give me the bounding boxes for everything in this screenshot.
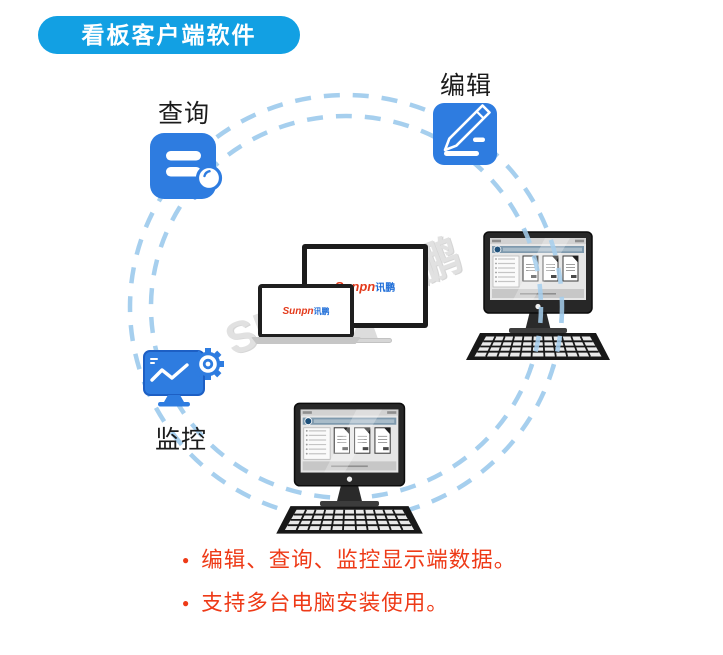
query-label: 查询: [157, 100, 210, 128]
central-laptop-base: [251, 337, 361, 344]
page-title: 看板客户端软件: [38, 16, 300, 54]
list-item: ● 支持多台电脑安装使用。: [182, 589, 516, 617]
feature-text: 支持多台电脑安装使用。: [201, 591, 449, 615]
central-monitor-stand: [352, 328, 378, 339]
query-search-icon: [150, 133, 223, 200]
list-item: ● 编辑、查询、监控显示端数据。: [182, 546, 516, 574]
brand-logo-text: Sunpn: [282, 305, 314, 317]
bullet-dot: ●: [182, 596, 190, 610]
monitor-gear-icon: [143, 348, 224, 407]
edit-label: 编辑: [439, 72, 492, 100]
feature-text: 编辑、查询、监控显示端数据。: [201, 548, 517, 572]
monitor-label: 监控: [154, 426, 207, 454]
feature-list: ● 编辑、查询、监控显示端数据。 ● 支持多台电脑安装使用。: [182, 546, 516, 632]
bullet-dot: ●: [182, 553, 190, 567]
edit-pencil-icon: [433, 103, 497, 165]
